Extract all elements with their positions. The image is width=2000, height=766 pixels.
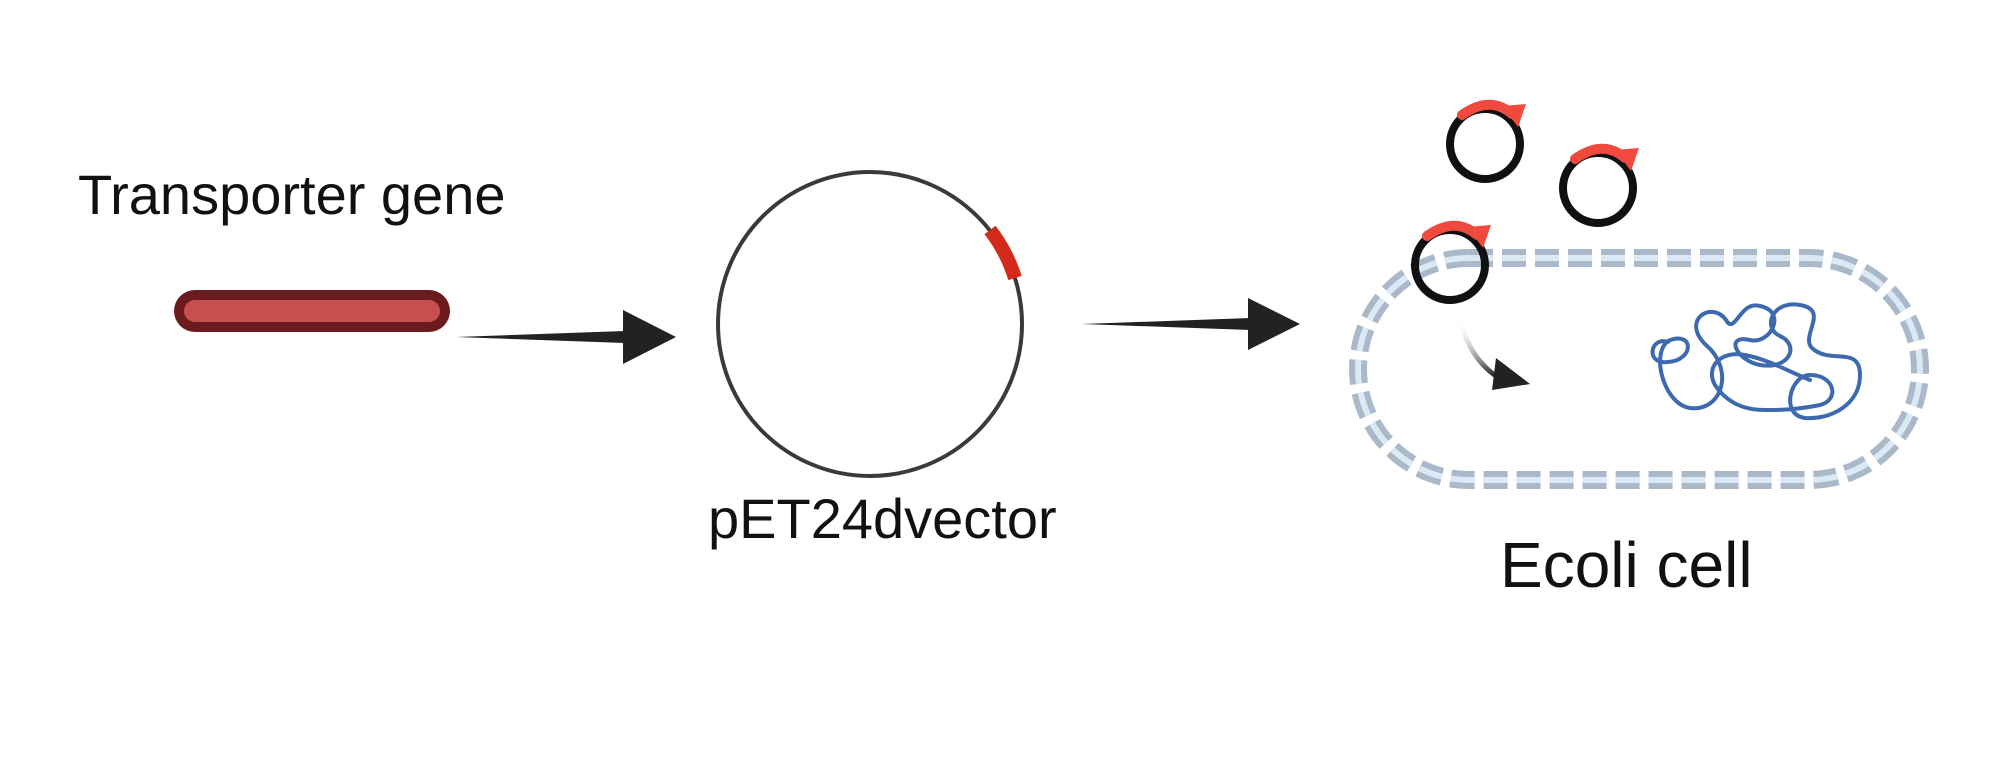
plasmid-3 [1411,220,1491,304]
arrow-1-head [623,310,676,364]
arrow-vector-to-cell [1082,298,1300,350]
ecoli-cell [1349,249,1929,489]
vector-label: pET24dvector [708,487,1057,550]
arrow-2-head [1248,298,1300,350]
arrow-1-shaft [456,331,625,343]
bacterial-chromosome [1650,302,1862,421]
entry-arrow-head [1492,358,1530,390]
cell-membrane-inner [1355,255,1923,483]
arrow-2-shaft [1082,318,1250,330]
entry-arrow-shaft [1457,319,1498,379]
arrow-gene-to-vector [456,310,676,364]
plasmid-2-insert-head [1615,148,1639,171]
transporter-gene-bar [174,290,450,332]
transporter-gene-label: Transporter gene [78,163,506,226]
pet24d-vector [716,170,1024,478]
plasmid-1 [1446,99,1526,183]
ecoli-cell-label: Ecoli cell [1500,529,1753,601]
plasmid-1-insert-head [1502,104,1526,127]
plasmid-3-insert-head [1467,225,1491,248]
gene-bar-fill [184,300,440,322]
plasmid-2 [1559,143,1639,227]
entry-arrow [1457,319,1530,390]
cell-membrane-outer [1349,249,1929,489]
vector-insert-segment [984,225,1022,281]
vector-circle [716,170,1024,478]
